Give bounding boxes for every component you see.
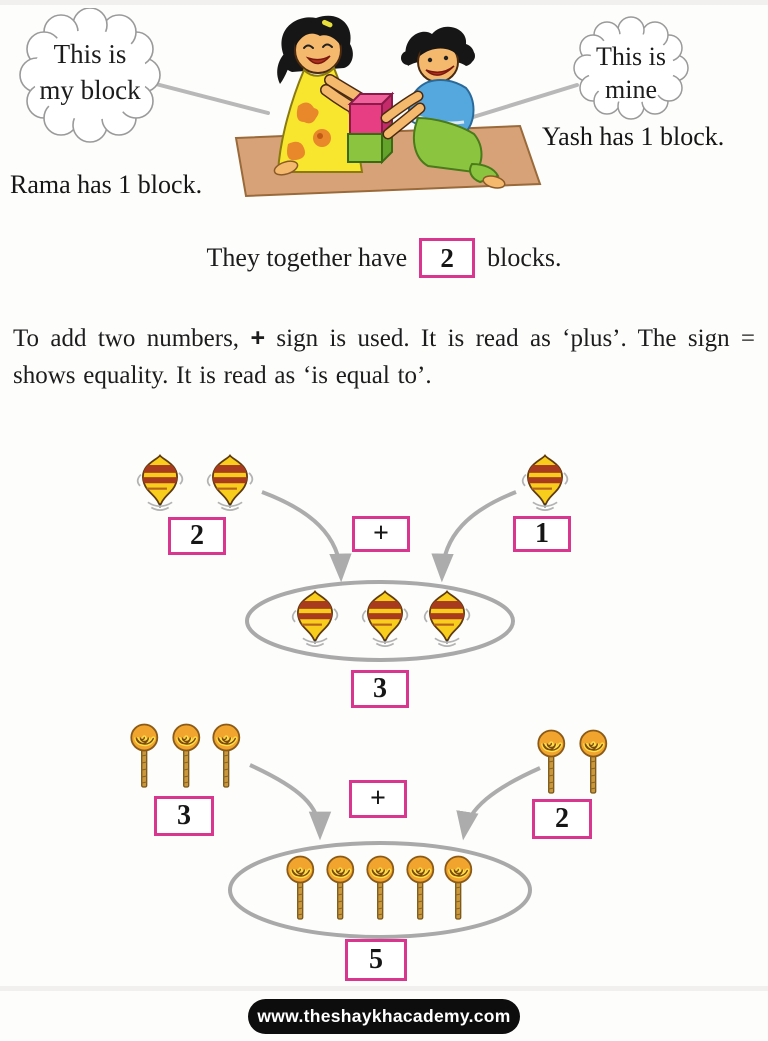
website-url: www.theshaykhacademy.com xyxy=(257,1006,511,1026)
bubble-connector-lines xyxy=(150,81,579,120)
together-answer-box: 2 xyxy=(419,238,476,278)
caption-yash: Yash has 1 block. xyxy=(542,122,725,151)
speech-cloud-right-line2: mine xyxy=(605,75,657,104)
speech-cloud-right xyxy=(573,16,689,120)
scan-artifact-bottom xyxy=(0,986,768,991)
figure-lollipops-artwork xyxy=(0,710,768,939)
paragraph-before-plus: To add two numbers, xyxy=(13,325,240,352)
lollipops-total-box: 5 xyxy=(345,939,407,981)
speech-cloud-left-line1: This is xyxy=(53,39,127,69)
lollipops-left-count-box: 3 xyxy=(154,796,214,836)
speech-cloud-left-text: This is my block xyxy=(10,36,170,108)
paragraph-after-plus: sign is used. It is read as ‘plus’. The … xyxy=(13,325,756,389)
tops-left-count-box: 2 xyxy=(168,517,226,555)
together-prefix: They together have xyxy=(206,243,408,272)
tops-operator-box: + xyxy=(352,516,410,552)
together-suffix: blocks. xyxy=(487,243,562,272)
scan-artifact-top xyxy=(0,0,768,5)
website-badge: www.theshaykhacademy.com xyxy=(248,999,520,1034)
caption-rama: Rama has 1 block. xyxy=(10,170,203,199)
tops-right-count-box: 1 xyxy=(513,516,571,552)
lollipops-right-count-box: 2 xyxy=(532,799,592,839)
plus-sign: + xyxy=(250,324,266,352)
speech-cloud-right-line1: This is xyxy=(595,42,667,71)
together-sentence: They together have 2 blocks. xyxy=(0,238,768,278)
intro-paragraph: To add two numbers, + sign is used. It i… xyxy=(13,320,755,394)
speech-cloud-left xyxy=(19,8,161,143)
lollipops-operator-box: + xyxy=(349,780,407,818)
children-playing-illustration xyxy=(234,15,542,198)
speech-cloud-right-text: This is mine xyxy=(570,40,692,106)
speech-cloud-left-line2: my block xyxy=(39,75,141,105)
tops-total-box: 3 xyxy=(351,670,409,708)
figure-tops-artwork xyxy=(0,440,768,662)
